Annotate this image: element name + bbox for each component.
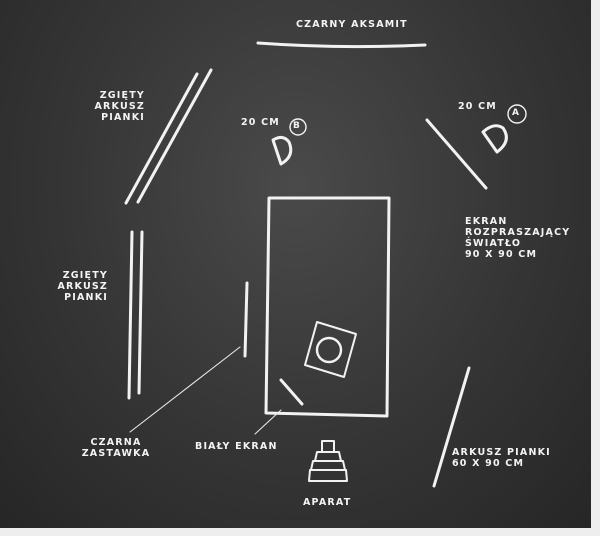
light-a-size-label: 20 CM: [458, 101, 497, 112]
camera-icon: [308, 440, 348, 482]
light-b-tag: B: [293, 121, 302, 131]
foam-top-stroke-2: [124, 72, 199, 205]
light-a-circle: [507, 104, 527, 124]
foam-left-label: ZGIĘTY ARKUSZ PIANKI: [57, 270, 108, 303]
chalkboard: CZARNY AKSAMIT ZGIĘTY ARKUSZ PIANKI ZGIĘ…: [0, 0, 591, 528]
camera-label: APARAT: [303, 497, 352, 508]
white-screen-label: BIAŁY EKRAN: [195, 441, 278, 452]
foam-top-label: ZGIĘTY ARKUSZ PIANKI: [94, 90, 145, 123]
foam-left-stroke-1: [127, 230, 134, 400]
page-margin-right: [591, 0, 600, 536]
subject-circle: [315, 336, 343, 364]
foam-top-stroke-1: [136, 68, 213, 204]
subject-box: [304, 321, 357, 378]
diffuser-stroke: [425, 118, 488, 190]
light-b-size-label: 20 CM: [241, 117, 280, 128]
flag-stroke: [243, 281, 249, 358]
light-a-shape: [481, 124, 508, 154]
foam-left-stroke-2: [137, 230, 144, 395]
page-margin-bottom: [0, 528, 600, 536]
velvet-stroke: [256, 41, 427, 49]
diffuser-label: EKRAN ROZPRASZAJĄCY ŚWIATŁO 90 X 90 CM: [465, 216, 571, 260]
foam-sheet-label: ARKUSZ PIANKI 60 X 90 CM: [452, 447, 551, 469]
light-b-shape: [271, 135, 293, 166]
table-outline: [264, 196, 391, 418]
white-screen-pointer: [254, 409, 282, 435]
lighting-diagram: [0, 0, 591, 528]
foam-sheet-stroke: [432, 366, 471, 488]
light-b-circle: [289, 118, 307, 136]
velvet-label: CZARNY AKSAMIT: [296, 19, 408, 30]
flag-label: CZARNA ZASTAWKA: [81, 437, 151, 459]
flag-pointer: [129, 346, 241, 433]
light-a-tag: A: [512, 108, 521, 118]
white-screen-stroke: [279, 378, 304, 406]
